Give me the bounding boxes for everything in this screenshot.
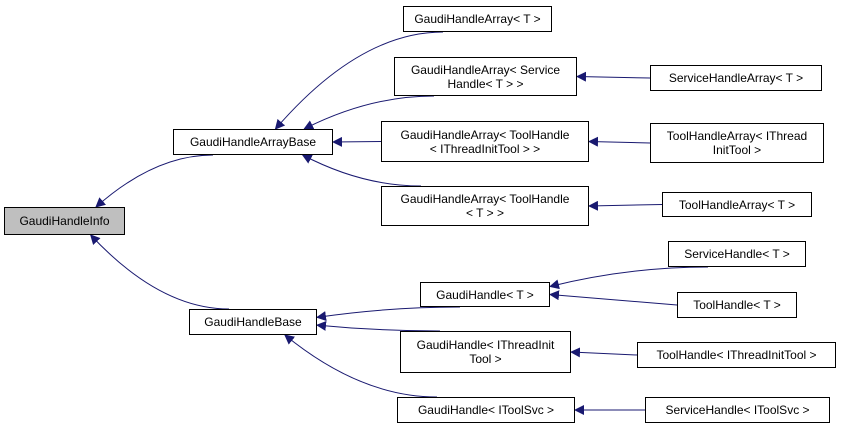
node-label: GaudiHandleBase [204,315,302,329]
node-label: GaudiHandleArray< Service Handle< T > > [410,62,561,91]
node-gaudi-handle-t[interactable]: GaudiHandle< T > [420,282,550,307]
node-label: GaudiHandle< IToolSvc > [417,403,555,417]
node-gaudi-handle-array-tool-handle-ithread[interactable]: GaudiHandleArray< ToolHandle < IThreadIn… [381,121,589,162]
node-tool-handle-array-t[interactable]: ToolHandleArray< T > [662,192,812,217]
node-label: ToolHandle< T > [693,298,781,312]
inheritance-edge [274,31,444,130]
inheritance-edge [576,71,651,82]
inheritance-edge [301,154,422,187]
node-label: GaudiHandleArrayBase [189,135,317,149]
node-label: ServiceHandleArray< T > [668,71,804,85]
inheritance-edge [549,266,709,290]
node-label: ServiceHandle< IToolSvc > [665,403,810,417]
node-gaudi-handle-info[interactable]: GaudiHandleInfo [4,207,125,235]
node-tool-handle-t[interactable]: ToolHandle< T > [677,292,797,318]
inheritance-edge [284,334,438,398]
node-label: ServiceHandle< T > [684,247,790,261]
node-service-handle-itoolsvc[interactable]: ServiceHandle< IToolSvc > [645,397,830,423]
node-label: ToolHandle< IThreadInitTool > [656,348,817,362]
node-gaudi-handle-base[interactable]: GaudiHandleBase [189,309,317,335]
node-label: GaudiHandleArray< ToolHandle < T > > [400,192,570,220]
node-label: GaudiHandle< T > [436,287,534,302]
node-gaudi-handle-array-tool-handle-t[interactable]: GaudiHandleArray< ToolHandle < T > > [381,186,589,226]
inheritance-edge [588,136,651,147]
inheritance-edge [316,306,461,322]
inheritance-edge [95,154,214,208]
inheritance-edge [549,290,678,306]
inheritance-edge [570,347,638,358]
node-tool-handle-array-ithread[interactable]: ToolHandleArray< IThread InitTool > [650,123,824,163]
node-label: GaudiHandleArray< T > [414,12,541,26]
inheritance-edge [588,200,663,211]
inheritance-edge [303,95,435,130]
node-gaudi-handle-array-base[interactable]: GaudiHandleArrayBase [173,129,333,155]
inheritance-edge [332,136,382,147]
node-label: GaudiHandle< IThreadInit Tool > [416,338,555,366]
node-label: GaudiHandleInfo [19,214,110,228]
node-gaudi-handle-array-service-handle[interactable]: GaudiHandleArray< Service Handle< T > > [394,57,577,96]
node-gaudi-handle-array-t[interactable]: GaudiHandleArray< T > [403,6,552,32]
node-service-handle-array-t[interactable]: ServiceHandleArray< T > [650,65,822,91]
node-label: ToolHandleArray< T > [678,197,796,212]
node-label: ToolHandleArray< IThread InitTool > [666,129,808,157]
node-service-handle-t[interactable]: ServiceHandle< T > [668,241,806,267]
node-tool-handle-ithread[interactable]: ToolHandle< IThreadInitTool > [637,342,836,368]
node-gaudi-handle-ithread[interactable]: GaudiHandle< IThreadInit Tool > [400,331,571,373]
node-label: GaudiHandleArray< ToolHandle < IThreadIn… [400,127,570,156]
node-gaudi-handle-itoolsvc[interactable]: GaudiHandle< IToolSvc > [397,397,575,423]
inheritance-edge [89,234,230,310]
inheritance-edge [316,320,441,332]
